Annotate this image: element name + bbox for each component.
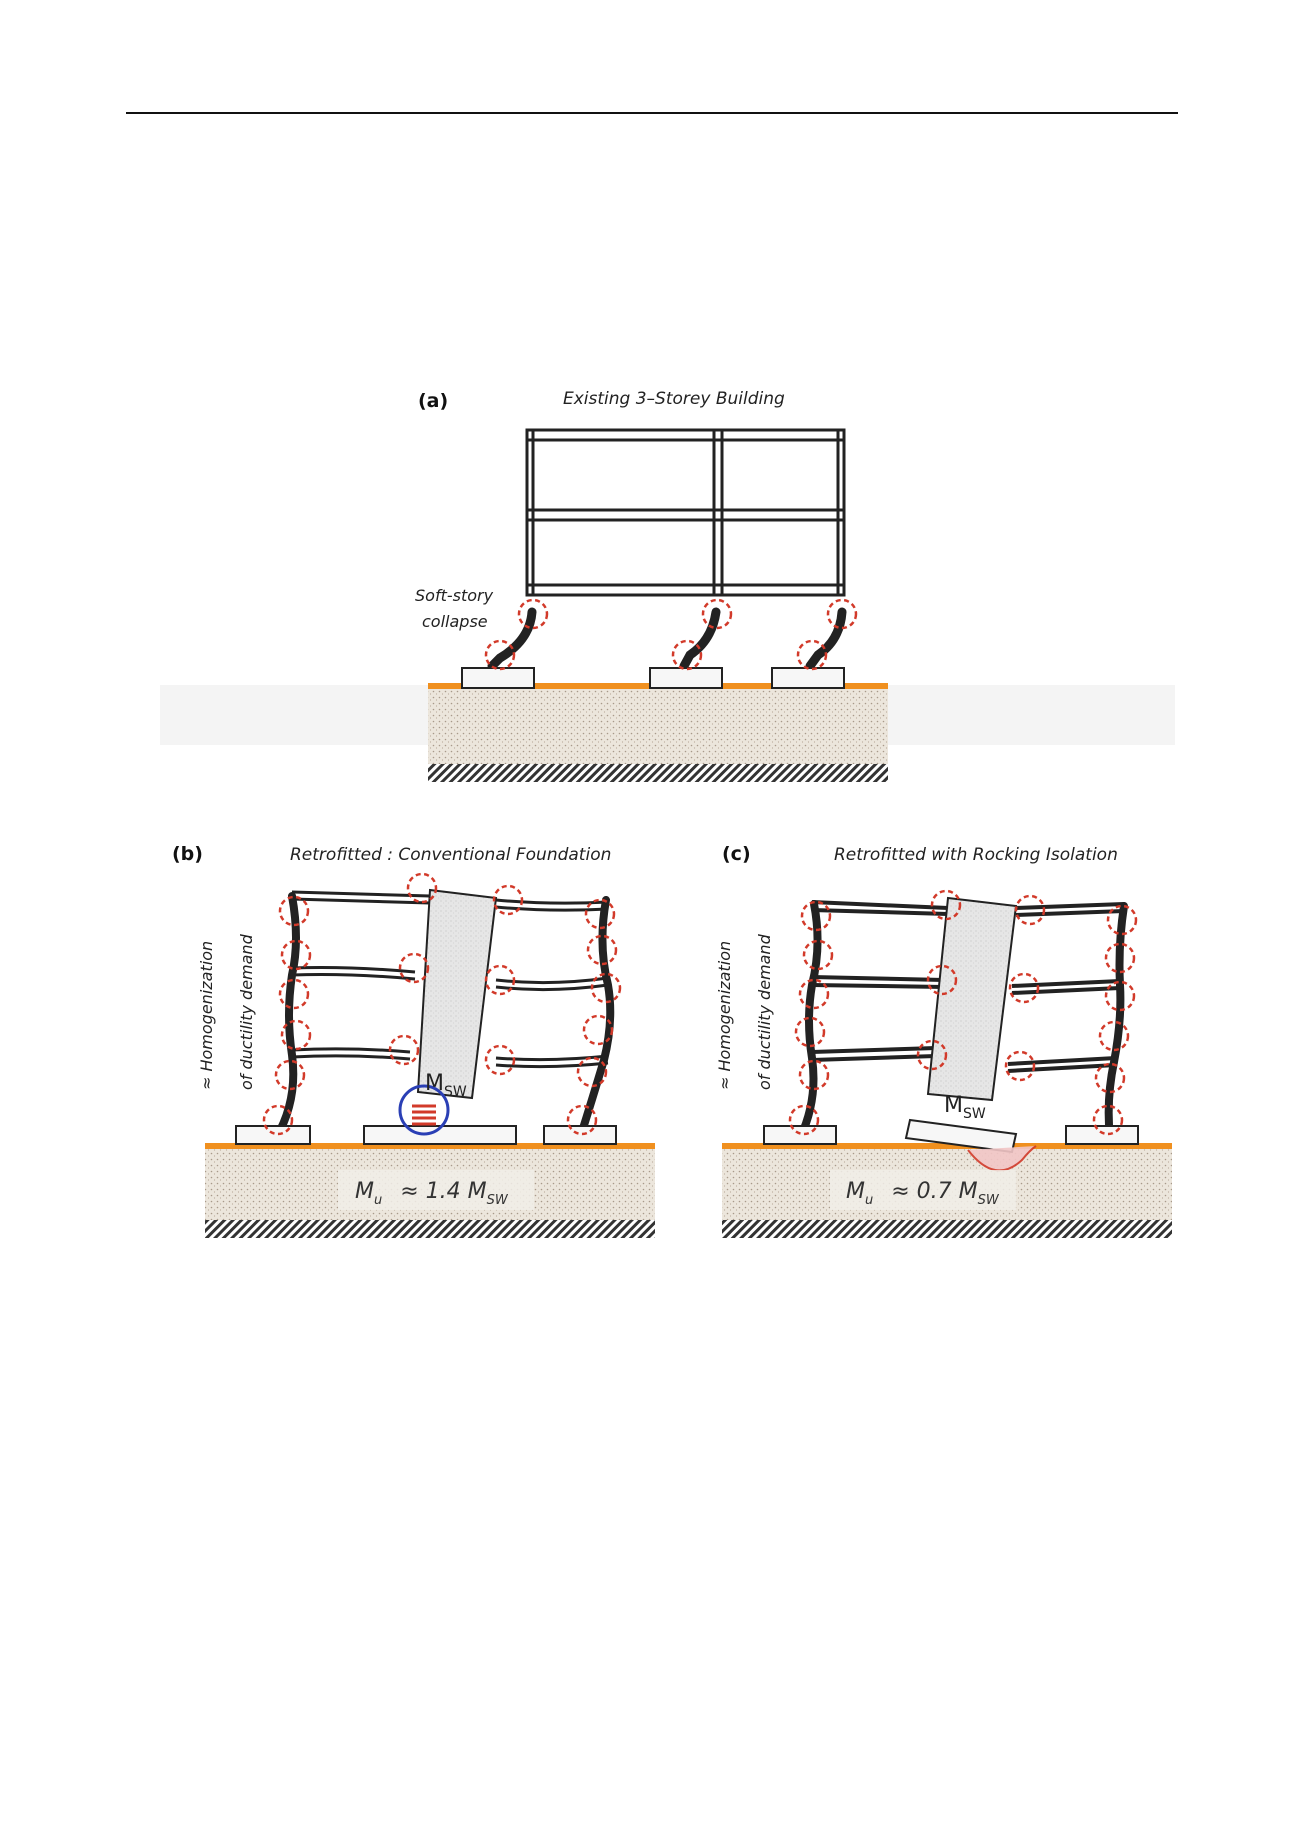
panel-c-capacity-box: [830, 1170, 1016, 1210]
panel-c-capacity: Mu≈ 0.7 MSW: [846, 1179, 1000, 1208]
panel-b-side-caption: ≈ Homogenization of ductility demand: [197, 933, 256, 1090]
panel-c-label: (c): [722, 843, 751, 865]
panel-a-title: Existing 3–Storey Building: [563, 389, 785, 409]
panel-a-footings: [461, 667, 845, 689]
header-rule: [126, 112, 1178, 114]
panel-b-label: (b): [172, 843, 203, 865]
panel-b-footings: [235, 1125, 617, 1145]
panel-a-collapsed-columns: [487, 607, 847, 671]
panel-a-bedrock: [428, 764, 888, 782]
panel-b-beams: [291, 890, 609, 1069]
panel-b-capacity-box: [338, 1170, 534, 1210]
panel-c-ground-line: [722, 1143, 1172, 1149]
panel-a-soil: [428, 688, 888, 764]
panel-a-hinges: [484, 598, 858, 671]
panel-b-title: Retrofitted : Conventional Foundation: [290, 845, 611, 865]
panel-c-title: Retrofitted with Rocking Isolation: [834, 845, 1118, 865]
panel-a: (a) Existing 3–Storey Building: [160, 389, 1175, 782]
panel-c-hinges: [788, 889, 1138, 1136]
panel-c-shear-wall: [926, 896, 1018, 1102]
panel-b-blue-circle: [398, 1084, 450, 1136]
panel-b-hinges: [262, 872, 622, 1136]
panel-c-side-line2: of ductility demand: [755, 933, 774, 1090]
panel-b-wall-moment: MSW: [425, 1071, 467, 1100]
panel-b-ground-line: [205, 1143, 655, 1149]
panel-a-label: (a): [418, 390, 448, 412]
panel-c-beams: [811, 900, 1125, 1073]
panel-b-shear-wall: [416, 888, 498, 1100]
panel-b-side-line1: ≈ Homogenization: [197, 941, 216, 1090]
panel-a-frame: [525, 428, 846, 597]
panel-c: (c) Retrofitted with Rocking Isolation ≈…: [715, 843, 1172, 1238]
panel-b: (b) Retrofitted : Conventional Foundatio…: [172, 843, 655, 1238]
panel-c-side-line1: ≈ Homogenization: [715, 941, 734, 1090]
panel-b-base-yield: [398, 1084, 450, 1136]
panel-c-wall-moment: MSW: [944, 1093, 986, 1122]
panel-a-note-line1: Soft-story: [415, 586, 494, 605]
panel-b-capacity: Mu≈ 1.4 MSW: [355, 1179, 509, 1208]
panel-a-note-line2: collapse: [422, 612, 488, 631]
panel-b-bedrock: [205, 1220, 655, 1238]
panel-c-bedrock: [722, 1220, 1172, 1238]
panel-c-side-caption: ≈ Homogenization of ductility demand: [715, 933, 774, 1090]
panel-c-soil-yield: [967, 1145, 1037, 1172]
panel-b-side-line2: of ductility demand: [237, 933, 256, 1090]
panel-c-footings: [763, 1125, 1139, 1145]
